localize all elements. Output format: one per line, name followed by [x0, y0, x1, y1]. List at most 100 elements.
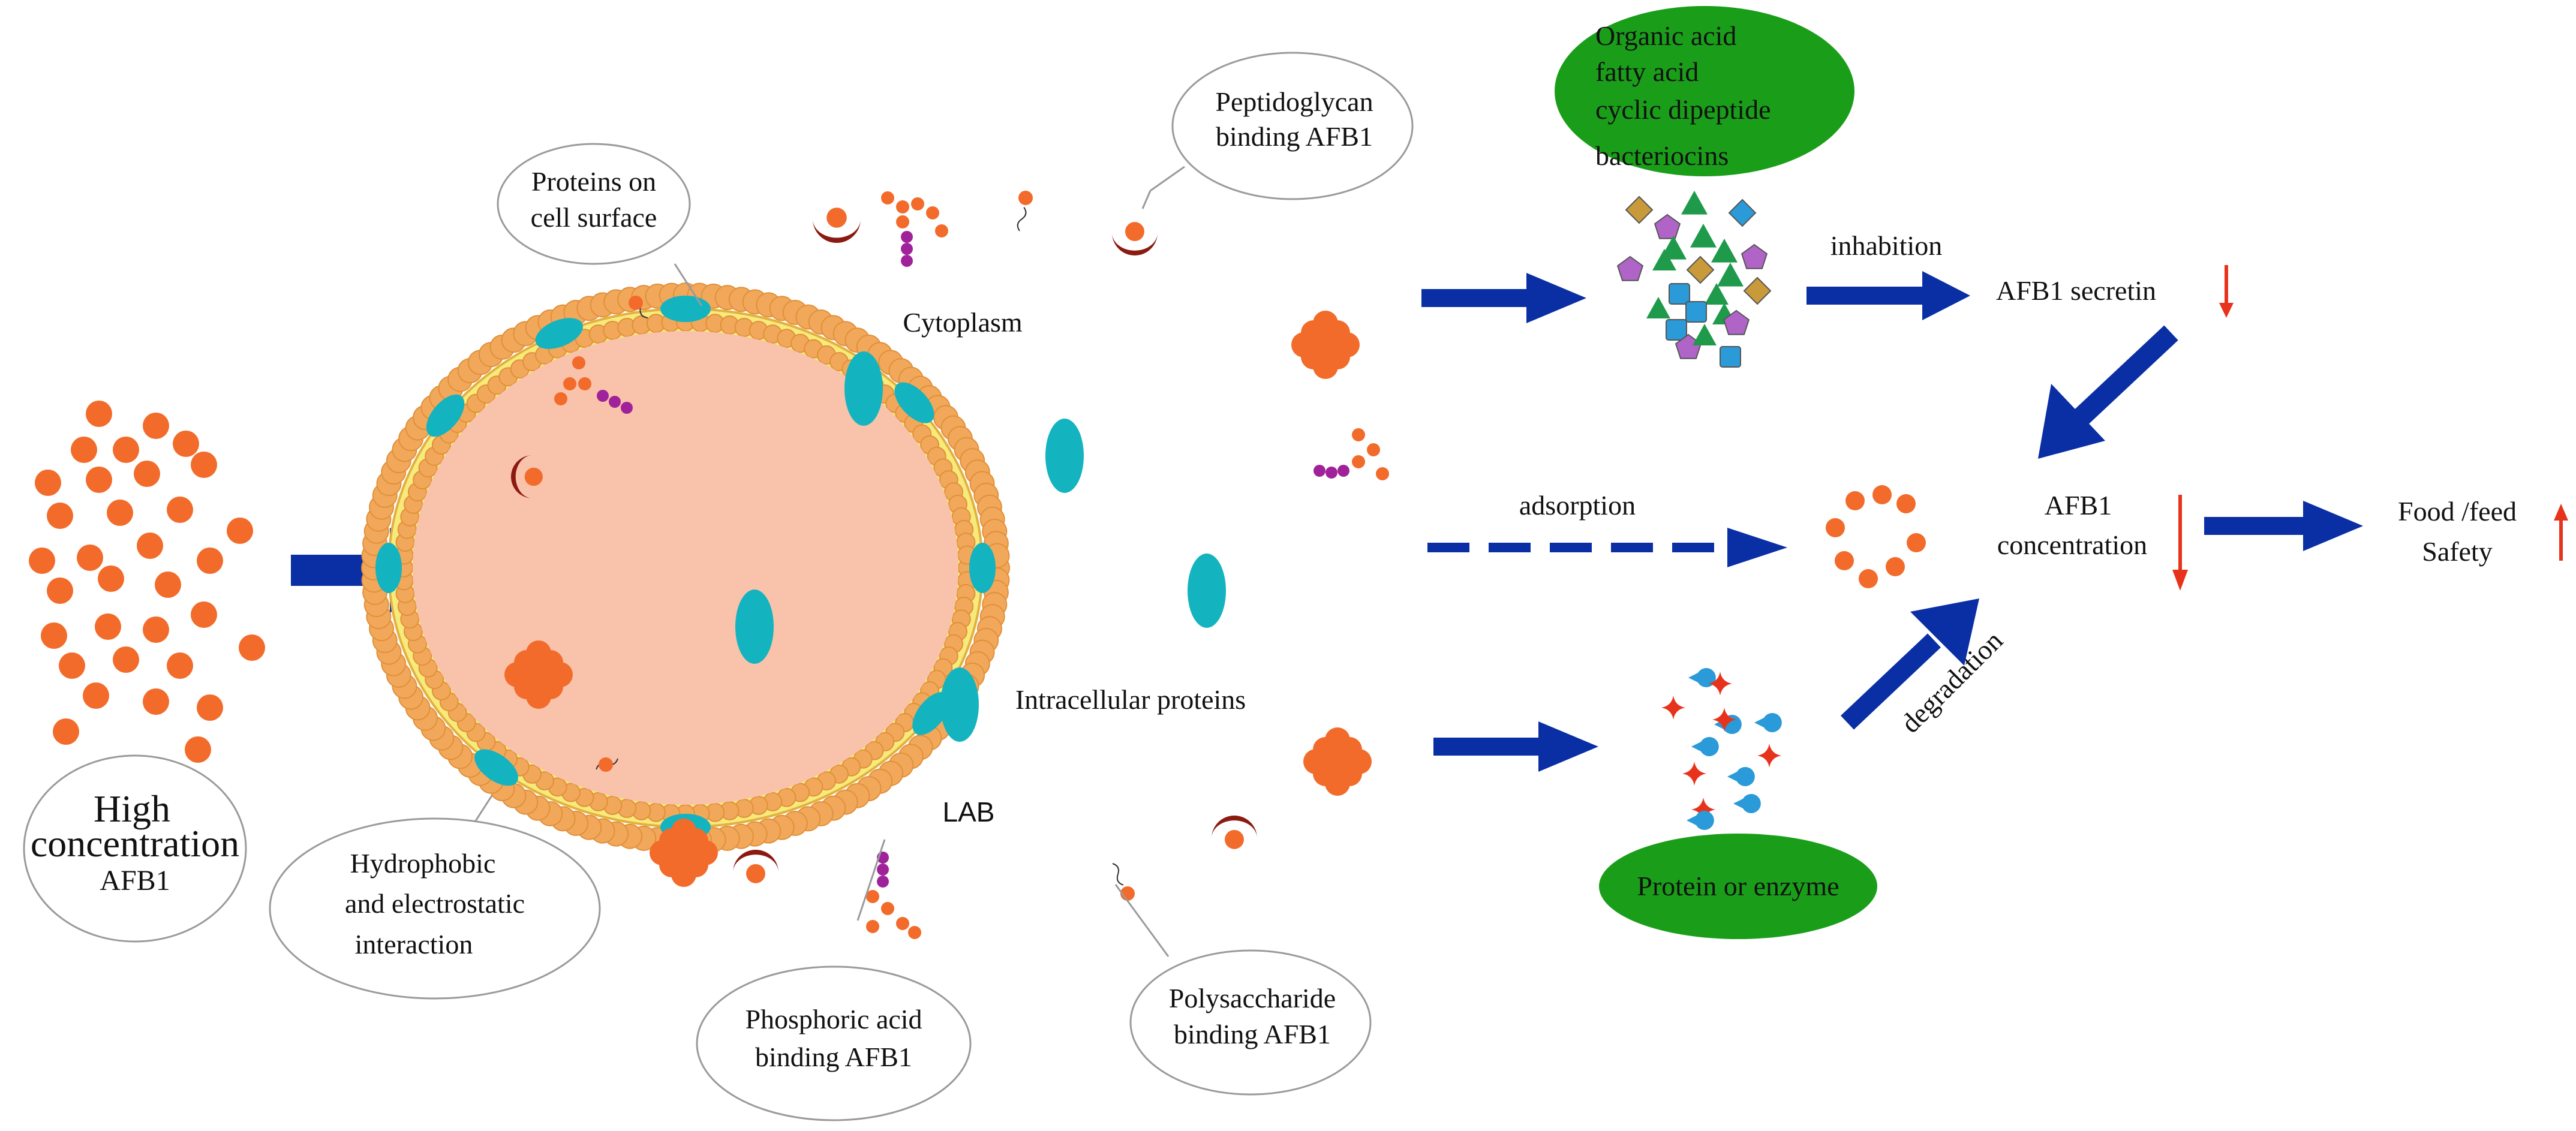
afb1-molecule [77, 545, 103, 571]
intracellular-protein [940, 667, 979, 742]
afb1-molecule [86, 401, 112, 427]
enzyme-pacman [1688, 667, 1716, 687]
afb1-molecule [143, 616, 169, 643]
afb1-blob [1291, 311, 1360, 379]
afb1-molecule [572, 356, 585, 369]
secretin-down-arrow [2219, 265, 2234, 318]
metabolite-diamond [1686, 255, 1715, 284]
phosphate-group [1337, 465, 1349, 477]
afb1-blob [1303, 727, 1372, 796]
polysaccharide-stalk [1112, 863, 1124, 886]
afb1-molecule [155, 571, 181, 598]
afb1-molecule [35, 470, 61, 496]
enzyme-molecules [1661, 667, 1782, 830]
membrane-protein [969, 543, 996, 593]
concentration-label: concentration [31, 822, 239, 865]
phosphate-group [901, 255, 913, 267]
metabolites-ellipse: Organic acid fatty acid cyclic dipeptide… [1555, 6, 1854, 176]
adsorbed-afb1-cluster [1826, 485, 1926, 588]
afb1-molecule [881, 902, 894, 915]
afb1-blob [650, 819, 718, 887]
enzyme-star [1708, 672, 1732, 696]
metabolite-square [1666, 319, 1687, 341]
hydrophobic-label: Hydrophobic [350, 848, 496, 879]
afb1-molecule [41, 622, 67, 649]
afb1-molecule [98, 566, 124, 592]
membrane-protein [375, 543, 402, 593]
cell-surface-components [504, 191, 1389, 939]
organic-acid-label: Organic acid [1595, 20, 1736, 51]
intracellular-protein [1045, 419, 1084, 493]
adsorption-arrow [1427, 528, 1787, 567]
enzyme-pacman [1727, 767, 1755, 786]
afb1-molecule [881, 191, 894, 204]
metabolite-diamond [1743, 276, 1772, 305]
phosphate-group [609, 396, 621, 408]
afb1-molecule [113, 646, 139, 673]
enzyme-star [1682, 762, 1706, 786]
phosphoric-callout: Phosphoric acid binding AFB1 [696, 839, 972, 1121]
afb1-molecule [1376, 467, 1389, 480]
afb1-molecule [239, 634, 265, 661]
afb1-molecule [1886, 557, 1905, 576]
intracellular-protein [735, 589, 774, 664]
metabolite-pentagon [1654, 213, 1681, 239]
afb1-molecule [1352, 455, 1365, 468]
membrane-protein [426, 394, 465, 437]
afb1-molecule [866, 920, 879, 933]
afb1-molecule [563, 377, 576, 390]
metabolite-triangle [1717, 263, 1744, 287]
metabolite-pentagon [1741, 243, 1768, 269]
surface-crescent [813, 207, 861, 243]
metabolite-triangle [1693, 324, 1717, 345]
lab-cell [361, 282, 1010, 853]
surface-crescent [511, 455, 543, 498]
cytoplasm-label: Cytoplasm [903, 307, 1023, 338]
afb1-molecule [83, 682, 109, 709]
afb1-molecule [1018, 191, 1033, 205]
metabolite-diamond [1728, 198, 1757, 227]
membrane-protein [912, 692, 950, 735]
afb1-label: AFB1 [100, 865, 170, 897]
metabolite-pentagon [1723, 309, 1750, 335]
afb1-molecule [599, 757, 613, 772]
proteins-surface-callout: Proteins on cell surface [497, 143, 703, 306]
surface-crescent [1212, 816, 1257, 849]
metabolite-square [1669, 283, 1690, 305]
phosphate-group [597, 390, 609, 402]
afb1-molecule [896, 215, 909, 228]
afb1-molecule [167, 652, 193, 679]
polysaccharide-callout: Polysaccharide binding AFB1 [1114, 884, 1372, 1096]
afb1-molecule [173, 431, 199, 457]
afb1-molecule [1835, 551, 1854, 570]
metabolite-triangle [1705, 283, 1729, 305]
phosphate-group [901, 243, 913, 255]
high-label: High [94, 787, 170, 830]
afb1-molecule [1896, 494, 1916, 513]
afb1-molecule [629, 296, 643, 310]
afb1-molecule [143, 413, 169, 439]
intracellular-protein-group [735, 351, 1226, 742]
enzyme-pacman [1691, 737, 1719, 756]
metabolite-arrow [1421, 273, 1586, 323]
afb1-molecule [1872, 485, 1892, 504]
afb1-molecule [1907, 533, 1926, 552]
afb1-molecule [137, 533, 163, 559]
safety-label: Safety [2422, 536, 2493, 567]
afb1-molecule [554, 392, 567, 405]
phosphate-group [901, 231, 913, 243]
membrane-protein [474, 749, 518, 786]
degradation-arrow [1841, 598, 1979, 730]
metabolite-pentagon [1616, 255, 1644, 281]
metabolite-diamond [1625, 195, 1654, 224]
safety-arrow [2204, 501, 2363, 551]
enzyme-pacman [1754, 712, 1782, 732]
afb1-molecule-cluster [29, 401, 265, 793]
enzyme-star [1661, 696, 1685, 720]
afb1-molecule [29, 548, 55, 574]
enzyme-star [1712, 708, 1736, 732]
peptidoglycan-callout: Peptidoglycan binding AFB1 [1141, 52, 1414, 209]
peptidoglycan-binding-label: binding AFB1 [1216, 121, 1373, 152]
afb1-molecule [191, 601, 217, 628]
high-concentration-callout: High concentration AFB1 [23, 754, 247, 943]
